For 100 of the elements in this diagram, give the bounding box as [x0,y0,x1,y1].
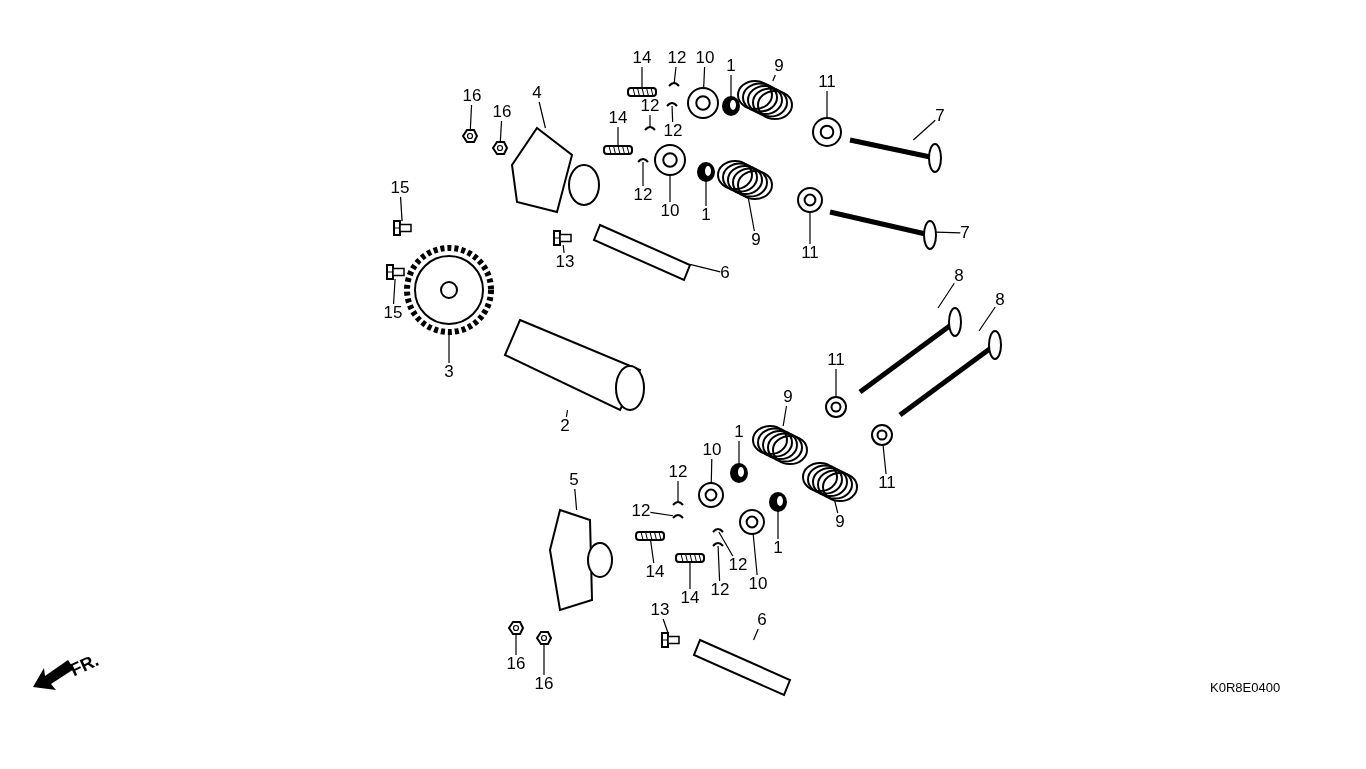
callout-number: 4 [532,84,542,102]
callout-number: 14 [608,109,628,127]
callout-number: 16 [492,103,512,121]
leader-line [399,196,403,222]
leader-line [469,104,473,131]
callout-number: 14 [645,563,665,581]
callout-number: 15 [390,179,410,197]
leader-line [782,405,788,427]
leader-line [689,561,691,590]
callout-number: 16 [506,655,526,673]
spring-retainer-drawing [812,117,842,147]
leader-line [752,533,758,576]
leader-line [912,119,936,141]
callout-number: 12 [728,556,748,574]
leader-line [562,244,565,254]
leader-line [565,409,569,418]
shaft-drawing [592,223,692,282]
spring-retainer-drawing [797,187,823,213]
leader-line [662,618,669,634]
threaded-pin-drawing [603,145,633,155]
callout-number: 12 [710,581,730,599]
leader-line [538,101,546,129]
callout-number: 1 [726,57,736,75]
callout-number: 1 [734,423,744,441]
leader-line [677,480,679,503]
callout-number: 7 [960,224,970,242]
leader-line [689,263,721,273]
leader-line [835,368,837,398]
cotter-drawing [644,126,656,131]
cotter-drawing [712,528,724,533]
callout-number: 16 [534,675,554,693]
leader-line [809,211,811,245]
nut-drawing [535,631,553,645]
callout-number: 15 [383,304,403,322]
spring-retainer-drawing [871,424,893,446]
spring-retainer-drawing [687,87,719,119]
leader-line [747,198,755,232]
cotter-drawing [637,158,649,163]
leader-line [717,545,721,582]
leader-line [649,539,655,564]
nut-drawing [491,141,509,155]
callout-number: 6 [720,264,730,282]
callout-number: 13 [650,601,670,619]
collar-drawing [722,96,740,116]
leader-line [392,278,396,305]
callout-number: 11 [827,351,845,369]
collar-drawing [697,162,715,182]
callout-number: 9 [751,231,761,249]
callout-number: 12 [668,463,688,481]
callout-number: 10 [695,49,715,67]
sprocket-drawing [404,245,494,335]
callout-number: 11 [878,474,896,492]
callout-number: 12 [631,502,651,520]
bolt-drawing [661,632,680,648]
drawing-code: K0R8E0400 [1210,680,1281,695]
leader-line [730,74,732,98]
callout-number: 13 [555,253,575,271]
callout-number: 10 [702,441,722,459]
leader-line [937,282,955,309]
valve-drawing [858,307,962,394]
callout-number: 14 [632,49,652,67]
valve-drawing [829,209,937,250]
callout-number: 1 [701,206,711,224]
leader-line [543,643,545,676]
leader-line [772,74,776,82]
threaded-pin-drawing [675,553,705,563]
leader-line [882,444,887,475]
rocker-arm-drawing [510,126,600,214]
valve-drawing [849,137,942,173]
spring-retainer-drawing [739,509,765,535]
spring-retainer-drawing [825,396,847,418]
leader-line [671,105,674,123]
collar-drawing [769,492,787,512]
leader-line [753,628,759,641]
nut-drawing [461,129,479,143]
leader-line [669,174,671,203]
callout-number: 5 [569,471,579,489]
leader-line [448,331,450,364]
threaded-pin-drawing [635,531,665,541]
spring-retainer-drawing [698,482,724,508]
camshaft-drawing [503,318,645,412]
leader-line [499,120,503,143]
coil-spring-drawing [717,160,773,200]
callout-number: 9 [835,513,845,531]
cotter-drawing [712,542,724,547]
valve-drawing [898,330,1002,417]
leader-line [978,306,996,332]
callout-number: 12 [663,122,683,140]
callout-number: 12 [667,49,687,67]
leader-line [641,66,643,89]
cotter-drawing [666,102,678,107]
leader-line [574,488,578,511]
bolt-drawing [553,230,572,246]
leader-line [738,440,740,465]
callout-number: 11 [801,244,819,262]
bolt-drawing [386,264,405,280]
callout-number: 7 [935,107,945,125]
callout-number: 14 [680,589,700,607]
spring-retainer-drawing [654,144,686,176]
leader-line [826,90,828,119]
